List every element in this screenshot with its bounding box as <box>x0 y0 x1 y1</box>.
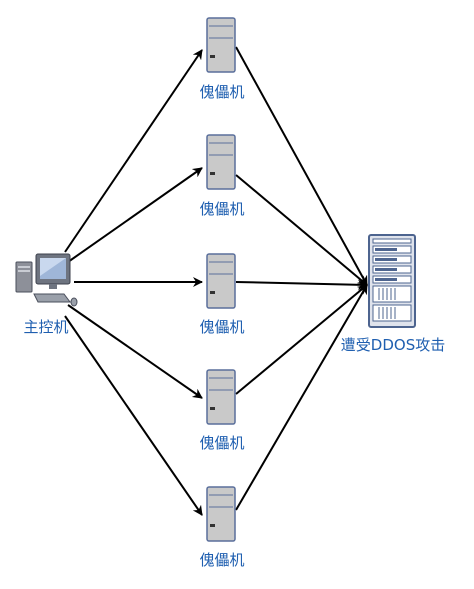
zombie-label-2: 傀儡机 <box>199 200 245 218</box>
arrow-master-to-zombie-2 <box>67 167 203 263</box>
tower-server-icon <box>206 253 236 309</box>
arrow-zombie-4-to-target <box>235 284 368 395</box>
desktop-computer-icon <box>15 253 78 307</box>
master-to-zombie-arrows <box>64 49 203 516</box>
tower-server-icon <box>206 134 236 190</box>
arrow-zombie-2-to-target <box>235 174 368 286</box>
arrow-master-to-zombie-1 <box>64 49 203 253</box>
arrow-zombie-5-to-target <box>235 284 368 511</box>
zombie-label-1: 傀儡机 <box>199 83 245 101</box>
tower-server-icon <box>206 369 236 425</box>
tower-server-icon <box>206 17 236 73</box>
arrow-zombie-3-to-target <box>235 279 368 290</box>
zombie-label-5: 傀儡机 <box>199 551 245 569</box>
master-label: 主控机 <box>23 318 69 336</box>
zombie-to-target-arrows <box>235 46 368 511</box>
zombie-label-4: 傀儡机 <box>199 434 245 452</box>
target-label: 遭受DDOS攻击 <box>340 336 446 354</box>
server-rack-icon <box>368 234 416 328</box>
arrow-master-to-zombie-4 <box>67 304 203 399</box>
arrow-zombie-1-to-target <box>235 46 368 286</box>
arrow-master-to-zombie-5 <box>64 315 203 516</box>
zombie-label-3: 傀儡机 <box>199 318 245 336</box>
tower-server-icon <box>206 486 236 542</box>
